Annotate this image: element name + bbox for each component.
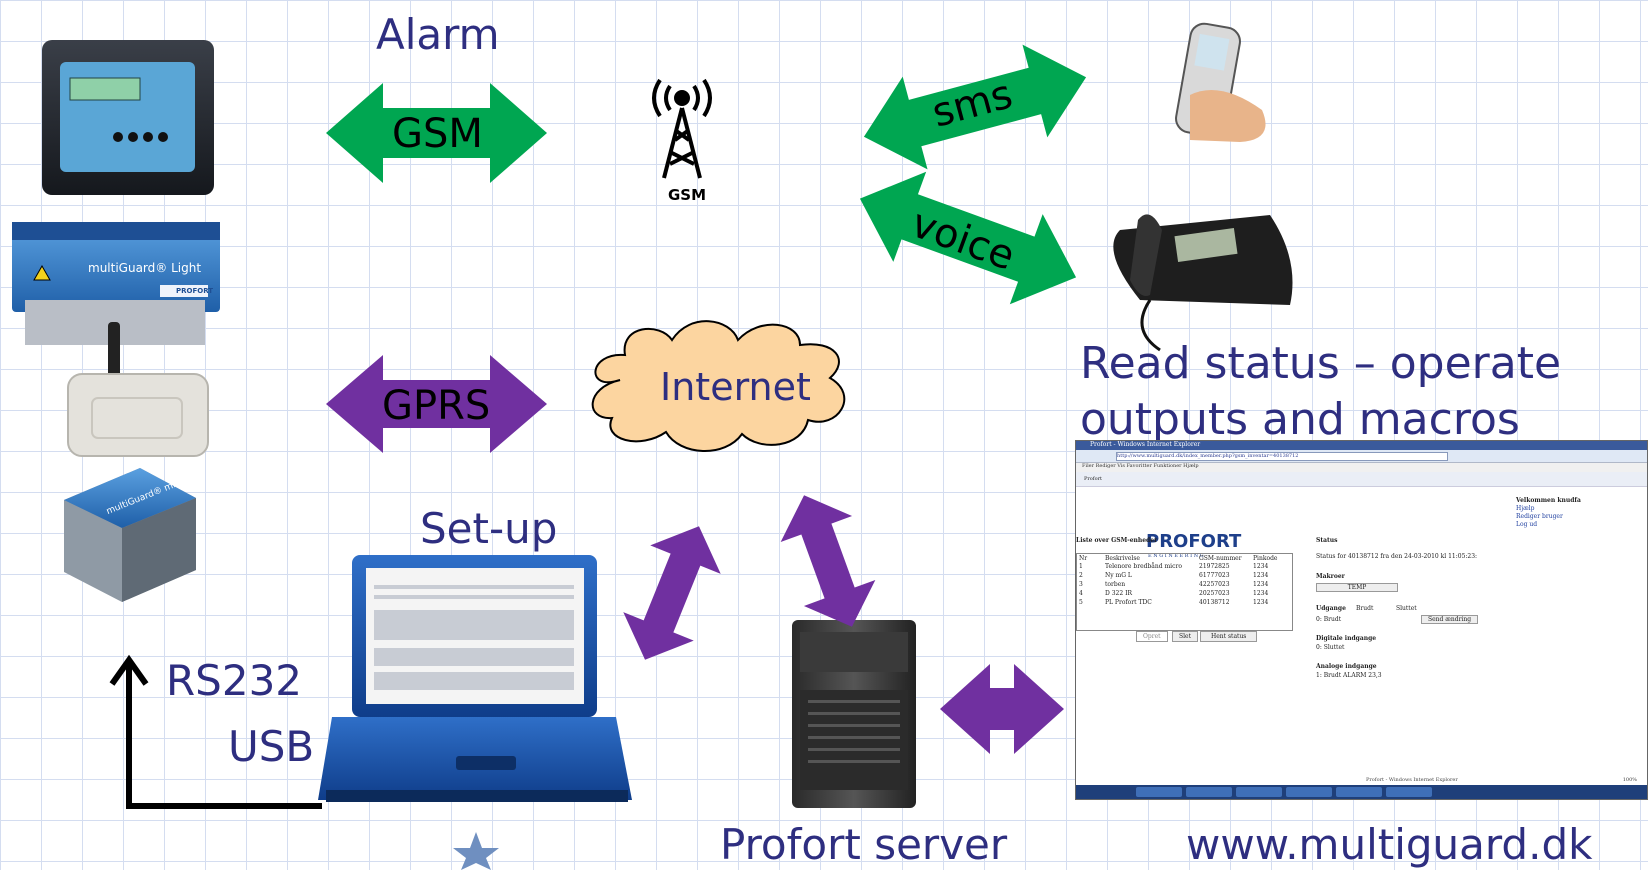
table-cell: 21972825	[1199, 563, 1230, 570]
internet-label: Internet	[660, 365, 811, 409]
logout-link[interactable]: Log ud	[1516, 521, 1538, 528]
profort-logo: PROFORT	[1146, 531, 1242, 552]
col-pinkode: Pinkode	[1253, 555, 1278, 562]
taskbar-button[interactable]	[1136, 787, 1182, 797]
mobile-phone-icon	[1175, 22, 1266, 142]
setup-label: Set-up	[420, 504, 558, 553]
table-cell: 1234	[1253, 599, 1269, 606]
rs232-label: RS232	[166, 656, 303, 705]
udgange-title: Udgange	[1316, 605, 1346, 612]
browser-statusbar: Profort - Windows Internet Explorer	[1366, 777, 1458, 783]
digitale-title: Digitale indgange	[1316, 635, 1377, 642]
taskbar-button[interactable]	[1286, 787, 1332, 797]
browser-screenshot: Profort - Windows Internet Explorer http…	[1075, 440, 1648, 800]
table-cell: PL Profort TDC	[1105, 599, 1152, 606]
desk-phone-icon	[1113, 214, 1293, 352]
browser-address-bar: http://www.multiguard.dk/index_member.ph…	[1076, 450, 1647, 463]
table-row[interactable]: 1	[1079, 563, 1083, 570]
multiguard-light-brand: PROFORT	[176, 287, 214, 295]
table-row[interactable]: 4	[1079, 590, 1083, 597]
gsm-tower-icon	[652, 78, 712, 179]
gsm-table: Nr Beskrivelse GSM-nummer Pinkode 1 Tele…	[1076, 553, 1293, 631]
browser-menu: Filer Rediger Vis Favoritter Funktioner …	[1076, 463, 1647, 472]
table-cell: D 322 IR	[1105, 590, 1132, 597]
website-label: www.multiguard.dk	[1186, 820, 1593, 869]
send-button[interactable]: Send ændring	[1421, 615, 1479, 624]
alarm-panel-device	[42, 40, 214, 195]
table-row[interactable]: 3	[1079, 581, 1083, 588]
table-cell: 40138712	[1199, 599, 1230, 606]
brudt-header: Brudt	[1356, 605, 1374, 612]
digitale-row: 0: Sluttet	[1316, 644, 1345, 651]
usb-label: USB	[228, 722, 315, 771]
profort-server-label: Profort server	[720, 820, 1008, 869]
gprs-arrow	[326, 355, 547, 453]
sms-arrow	[863, 44, 1087, 170]
makroer-title: Makroer	[1316, 573, 1345, 580]
table-cell: 1234	[1253, 590, 1269, 597]
table-cell: 61777023	[1199, 572, 1230, 579]
gsm-list-title: Liste over GSM-enheder	[1076, 537, 1158, 544]
internet-cloud	[591, 320, 846, 452]
voice-arrow	[859, 171, 1077, 305]
temp-button[interactable]: TEMP	[1316, 583, 1398, 592]
analoge-title: Analoge indgange	[1316, 663, 1377, 670]
table-cell: 1234	[1253, 563, 1269, 570]
edit-user-link[interactable]: Rediger bruger	[1516, 513, 1563, 520]
taskbar-button[interactable]	[1186, 787, 1232, 797]
zoom-level: 100%	[1622, 777, 1637, 783]
table-cell: 1234	[1253, 572, 1269, 579]
col-gsm-nummer: GSM-nummer	[1199, 555, 1242, 562]
welcome-text: Velkommen knudfa	[1516, 497, 1581, 504]
col-nr: Nr	[1079, 555, 1088, 562]
profort-logo-sub: E N G I N E E R I N G	[1148, 553, 1204, 559]
udgang-row: 0: Brudt	[1316, 616, 1342, 623]
slet-button[interactable]: Slet	[1172, 631, 1198, 642]
table-cell: torben	[1105, 581, 1126, 588]
browser-url: http://www.multiguard.dk/index_member.ph…	[1116, 452, 1448, 461]
hent-status-button[interactable]: Hent status	[1200, 631, 1258, 642]
status-title: Status	[1316, 537, 1338, 544]
sluttet-header: Sluttet	[1396, 605, 1417, 612]
table-cell: 1234	[1253, 581, 1269, 588]
col-beskrivelse: Beskrivelse	[1105, 555, 1140, 562]
browser-titlebar: Profort - Windows Internet Explorer	[1076, 441, 1647, 450]
gprs-modem-device	[67, 322, 209, 457]
gsm-tower-label: GSM	[668, 186, 707, 204]
taskbar-button[interactable]	[1236, 787, 1282, 797]
status-text: Status for 40138712 fra den 24-03-2010 k…	[1316, 553, 1478, 560]
read-status-label-line2: outputs and macros	[1080, 394, 1520, 445]
profort-server-device	[792, 620, 916, 808]
multiguard-micro-device	[64, 468, 196, 602]
gsm-arrow-label: GSM	[392, 111, 483, 157]
read-status-label-line1: Read status – operate	[1080, 338, 1562, 389]
taskbar-button[interactable]	[1386, 787, 1432, 797]
windows-taskbar	[1076, 785, 1647, 799]
table-cell: 20257023	[1199, 590, 1230, 597]
table-cell: Telenore bredbånd micro	[1105, 563, 1182, 570]
taskbar-button[interactable]	[1336, 787, 1382, 797]
analoge-row: 1: Brudt ALARM 23,3	[1316, 672, 1382, 679]
opret-button[interactable]: Opret	[1136, 631, 1168, 642]
laptop-internet-arrow	[623, 526, 721, 660]
star-icon	[453, 832, 499, 870]
server-website-arrow	[940, 664, 1064, 754]
serial-usb-connector	[109, 654, 322, 809]
table-row[interactable]: 5	[1079, 599, 1083, 606]
table-cell: Ny mG L	[1105, 572, 1132, 579]
table-row[interactable]: 2	[1079, 572, 1083, 579]
table-cell: 42257023	[1199, 581, 1230, 588]
laptop-device	[318, 555, 632, 802]
multiguard-light-label: multiGuard® Light	[88, 261, 202, 275]
help-link[interactable]: Hjælp	[1516, 505, 1535, 512]
browser-tab: Profort	[1076, 472, 1647, 487]
alarm-label: Alarm	[376, 10, 500, 59]
gprs-arrow-label: GPRS	[382, 383, 491, 429]
server-internet-arrow	[780, 495, 876, 627]
gsm-arrow	[326, 83, 547, 183]
